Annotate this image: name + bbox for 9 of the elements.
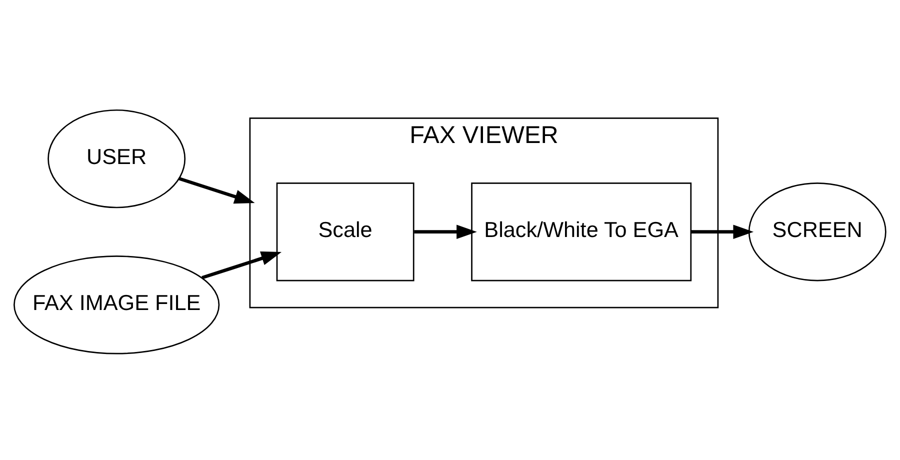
node-box: Black/White To EGA xyxy=(471,182,692,281)
arrow xyxy=(691,224,754,238)
arrow xyxy=(414,224,477,238)
node-ellipse: SCREEN xyxy=(748,182,886,281)
node-ellipse: USER xyxy=(48,108,186,208)
node-box: Scale xyxy=(276,182,414,281)
node-ellipse: FAX IMAGE FILE xyxy=(14,255,220,354)
arrow xyxy=(202,251,282,279)
arrow xyxy=(178,176,255,204)
